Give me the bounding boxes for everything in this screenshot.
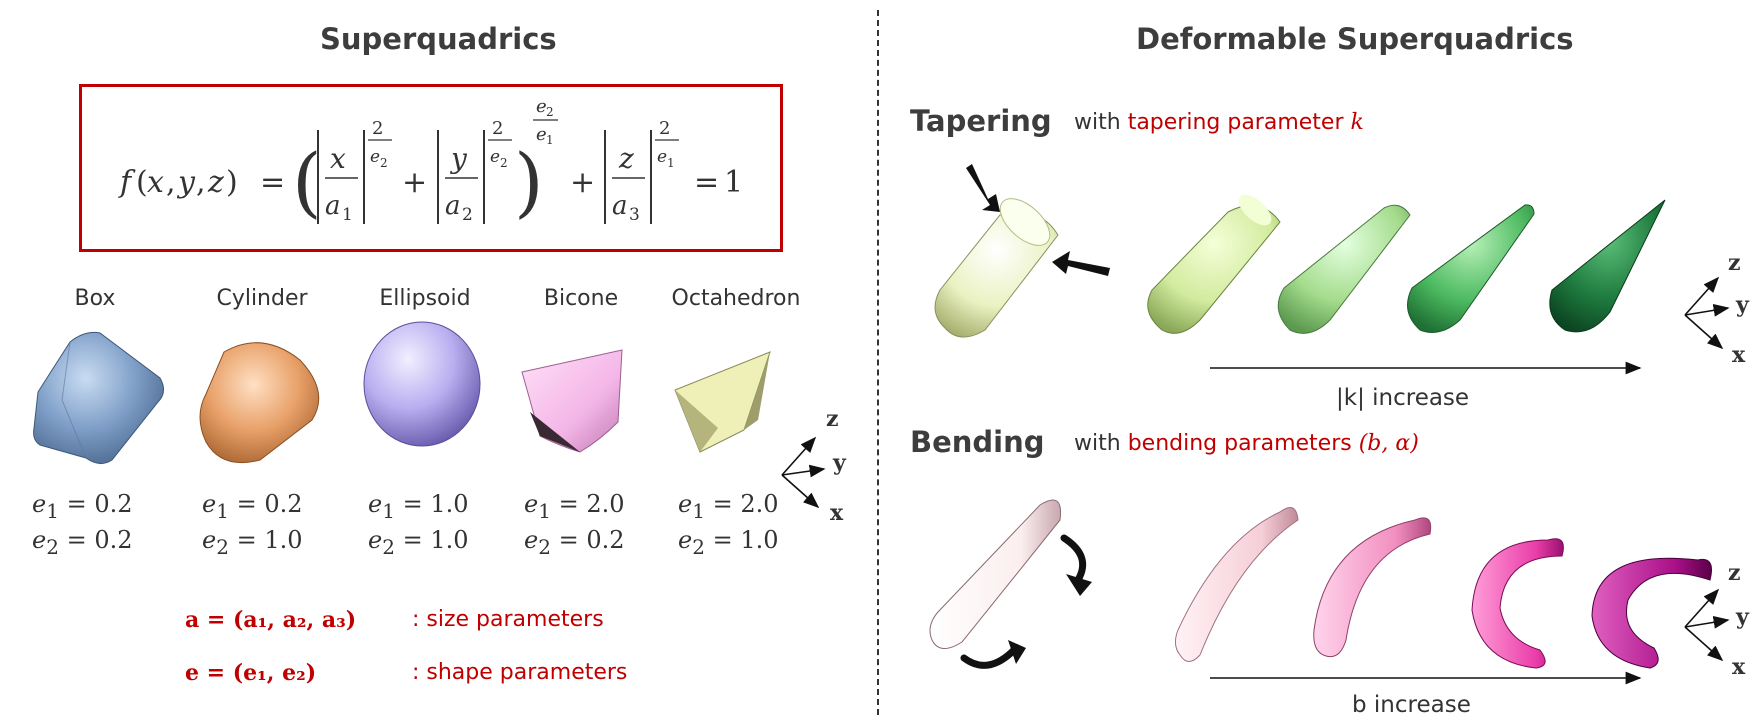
svg-text:1: 1 — [342, 205, 353, 225]
svg-text:1: 1 — [667, 156, 675, 170]
svg-text:a: a — [445, 191, 461, 221]
svg-text:2: 2 — [492, 118, 503, 139]
shape-label-ellipsoid: Ellipsoid — [379, 286, 471, 311]
svg-text:y: y — [176, 165, 196, 200]
shape-params-lhs: e = (e₁, e₂) — [185, 660, 317, 686]
svg-text:): ) — [226, 165, 238, 200]
svg-text:=: = — [260, 165, 285, 200]
axis-triad-bending — [1684, 588, 1730, 662]
box-e2: e2 = 0.2 — [32, 526, 133, 559]
svg-text:2: 2 — [500, 156, 508, 170]
box-shape — [33, 331, 164, 464]
bending-increase-label: b increase — [1352, 692, 1471, 718]
size-params-lhs: a = (a₁, a₂, a₃) — [185, 607, 357, 633]
shape-label-bicone: Bicone — [543, 286, 619, 311]
tapering-shape-2 — [1277, 204, 1411, 334]
svg-text:2: 2 — [462, 205, 473, 225]
tapering-shape-1 — [1147, 194, 1281, 334]
bending-shape-4 — [1591, 557, 1712, 669]
bending-shape-3 — [1471, 538, 1564, 669]
cylinder-e1: e1 = 0.2 — [202, 490, 303, 523]
deformable-title: Deformable Superquadrics — [1136, 22, 1574, 56]
shape-label-octahedron: Octahedron — [671, 286, 801, 311]
tapering-caption: with tapering parameter k — [1074, 110, 1364, 135]
axis-label-x-bending: x — [1732, 654, 1746, 680]
tapering-reference-shape — [934, 198, 1059, 338]
cylinder-shape — [199, 342, 320, 464]
axis-label-x-tapering: x — [1732, 342, 1746, 368]
axis-label-y-bending: y — [1736, 604, 1749, 630]
shape-params-desc: : shape parameters — [412, 660, 628, 685]
svg-text:(: ( — [136, 165, 148, 200]
svg-text:e: e — [657, 147, 667, 167]
axis-triad-tapering — [1684, 276, 1730, 350]
tapering-heading: Tapering — [910, 104, 1052, 138]
svg-text:z: z — [207, 165, 224, 200]
bicone-shape — [521, 349, 623, 453]
svg-text:2: 2 — [546, 105, 554, 119]
svg-text:2: 2 — [372, 118, 383, 139]
bending-arrows — [960, 534, 1087, 669]
svg-text:e: e — [490, 147, 500, 167]
tapering-arrows — [966, 164, 1110, 276]
svg-text:=: = — [694, 165, 719, 200]
svg-text:a: a — [325, 191, 341, 221]
svg-text:): ) — [514, 137, 544, 226]
shape-label-cylinder: Cylinder — [216, 286, 308, 311]
ellipsoid-e2: e2 = 1.0 — [368, 526, 469, 559]
shape-label-box: Box — [74, 286, 116, 311]
svg-text:+: + — [570, 165, 595, 200]
bending-heading: Bending — [910, 425, 1045, 459]
svg-text:x: x — [147, 165, 164, 200]
formula-box — [79, 84, 783, 252]
axis-label-x-left: x — [830, 500, 844, 526]
svg-text:,: , — [166, 165, 176, 200]
octahedron-e1: e1 = 2.0 — [678, 490, 779, 523]
formula-f: f — [118, 165, 136, 200]
cylinder-e2: e2 = 1.0 — [202, 526, 303, 559]
octahedron-shape — [674, 351, 771, 453]
bending-caption: with bending parameters (b, α) — [1074, 431, 1419, 456]
section-divider — [877, 10, 879, 715]
svg-text:e: e — [370, 147, 380, 167]
size-params-desc: : size parameters — [412, 607, 604, 632]
svg-text:e: e — [536, 124, 547, 145]
axis-label-z-left: z — [826, 406, 839, 432]
axis-triad-left — [781, 436, 826, 509]
octahedron-e2: e2 = 1.0 — [678, 526, 779, 559]
axis-label-z-tapering: z — [1728, 250, 1741, 276]
superquadrics-title: Superquadrics — [320, 22, 557, 56]
svg-text:1: 1 — [546, 133, 554, 147]
bicone-e1: e1 = 2.0 — [524, 490, 625, 523]
box-e1: e1 = 0.2 — [32, 490, 133, 523]
tapering-shape-4 — [1549, 199, 1666, 333]
svg-text:y: y — [449, 142, 468, 175]
svg-text:2: 2 — [659, 118, 670, 139]
axis-label-y-left: y — [833, 450, 846, 476]
bicone-e2: e2 = 0.2 — [524, 526, 625, 559]
tapering-shape-3 — [1407, 204, 1535, 333]
ellipsoid-e1: e1 = 1.0 — [368, 490, 469, 523]
bending-reference-shape — [929, 499, 1062, 649]
svg-text:(: ( — [292, 137, 322, 226]
superquadric-formula: f ( x , y , z ) = ( x a 1 2 e 2 + y a 2 … — [118, 96, 743, 226]
svg-text:1: 1 — [724, 165, 743, 200]
svg-text:x: x — [330, 142, 346, 175]
svg-text:z: z — [618, 142, 634, 175]
bending-arrow-heads — [1008, 574, 1092, 664]
svg-text:a: a — [612, 191, 628, 221]
svg-text:,: , — [196, 165, 206, 200]
axis-label-z-bending: z — [1728, 560, 1741, 586]
axis-label-y-tapering: y — [1736, 292, 1749, 318]
svg-text:3: 3 — [629, 205, 640, 225]
ellipsoid-shape — [363, 321, 481, 447]
bending-shape-2 — [1313, 517, 1432, 658]
tapering-increase-label: |k| increase — [1336, 385, 1470, 411]
svg-text:e: e — [536, 96, 547, 117]
svg-text:+: + — [402, 165, 427, 200]
bending-shape-1 — [1174, 507, 1299, 662]
svg-text:2: 2 — [380, 156, 388, 170]
